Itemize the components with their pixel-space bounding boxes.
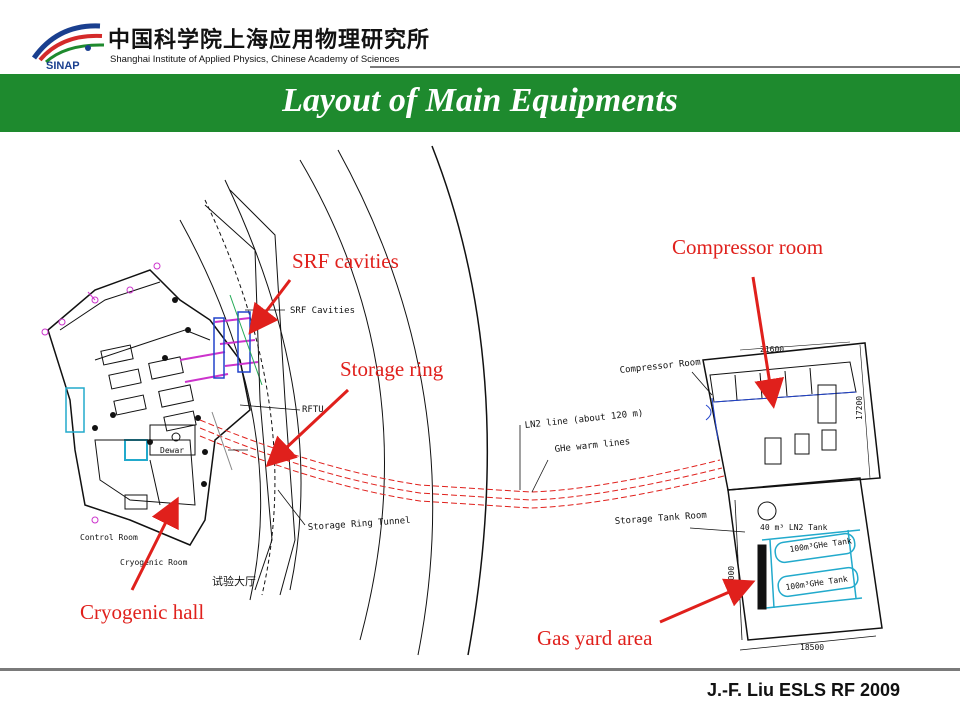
cad-label-rftu: RFTU — [302, 405, 324, 415]
org-name-cn: 中国科学院上海应用物理研究所 — [108, 28, 431, 53]
org-abbr: SINAP — [46, 60, 80, 72]
cad-label-control: Control Room — [80, 533, 138, 542]
org-name-en: Shanghai Institute of Applied Physics, C… — [110, 54, 400, 65]
ring-arc-2 — [337, 149, 434, 656]
sinap-logo — [28, 18, 368, 74]
ring-arc-3 — [299, 159, 385, 641]
cad-label-cryo-room: Cryogenic Room — [120, 558, 188, 567]
slide-title: Layout of Main Equipments — [282, 82, 678, 119]
cad-label-ln2: LN2 line (about 120 m) — [524, 409, 644, 431]
cad-label-srf: SRF Cavities — [290, 306, 355, 316]
cad-label-ln2-tank: 40 m³ LN2 Tank — [760, 523, 828, 532]
label-gas-yard: Gas yard area — [537, 626, 653, 650]
cad-label-dewar: Dewar — [160, 446, 184, 455]
dim-left: 22000 — [727, 566, 736, 590]
cad-label-compressor: Compressor Room — [619, 358, 701, 376]
label-cryogenic-hall: Cryogenic hall — [80, 600, 205, 624]
compressor-room-outline — [702, 342, 881, 491]
arrow-storage-ring — [265, 388, 350, 468]
footer-divider — [0, 668, 960, 671]
cryogenic-hall-outline — [47, 269, 251, 546]
ring-arc-4 — [179, 219, 262, 601]
dim-top: 21600 — [760, 345, 784, 354]
label-compressor-room: Compressor room — [672, 235, 824, 259]
label-storage-ring: Storage ring — [340, 357, 444, 381]
arrow-compressor — [751, 276, 785, 409]
cad-label-he: GHe warm lines — [554, 437, 630, 455]
ring-arc-5 — [224, 179, 302, 591]
cad-label-tank-room: Storage Tank Room — [615, 511, 708, 527]
arrow-srf — [248, 279, 292, 335]
layout-diagram: SRF Cavities RFTU LN2 line (about 120 m)… — [41, 145, 883, 656]
cad-label-cn: 试验大厅 — [212, 574, 256, 588]
cad-label-ghe-tank-1: 100m³GHe Tank — [789, 536, 852, 554]
ring-outer-arc — [431, 145, 489, 656]
dim-right: 17200 — [855, 396, 864, 420]
cad-label-tunnel: Storage Ring Tunnel — [308, 516, 411, 533]
arrow-cryogenic — [130, 496, 179, 591]
dim-bottom: 18500 — [800, 643, 824, 652]
footer-credit: J.-F. Liu ESLS RF 2009 — [706, 680, 900, 700]
arrow-gas-yard — [659, 578, 756, 624]
label-srf-cavities: SRF cavities — [292, 249, 399, 273]
title-banner — [0, 74, 960, 132]
sinap-emblem-icon — [31, 23, 105, 64]
header-divider — [370, 66, 960, 68]
